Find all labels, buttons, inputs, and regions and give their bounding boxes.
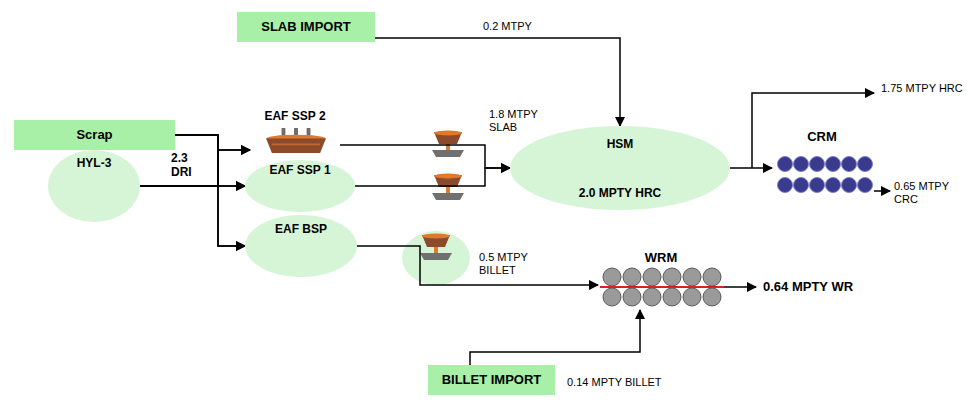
import-box: BILLET IMPORT bbox=[428, 365, 555, 395]
node-label: EAF SSP 1 bbox=[269, 164, 330, 178]
flow-label: 1.8 MTPY SLAB bbox=[488, 108, 550, 134]
flow-label: 0.5 MTPY BILLET bbox=[478, 251, 542, 277]
output-label: 0.65 MTPY CRC bbox=[893, 180, 965, 206]
node-label: SLAB IMPORT bbox=[261, 20, 351, 35]
furnace-node: EAF SSP 1 bbox=[245, 160, 355, 212]
roller bbox=[778, 157, 793, 172]
caster-icon bbox=[432, 131, 464, 158]
ellipse-fill bbox=[48, 150, 140, 222]
import-box: SLAB IMPORT bbox=[237, 12, 375, 42]
roller bbox=[683, 288, 701, 306]
output-arrow bbox=[874, 190, 890, 192]
node-label: CRM bbox=[807, 130, 837, 145]
flow-label: 2.3 DRI bbox=[170, 151, 202, 180]
furnace-node: EAF BSP bbox=[245, 215, 357, 277]
roller bbox=[826, 178, 841, 193]
flow-arrow bbox=[340, 145, 510, 168]
crm-rollers bbox=[778, 157, 873, 193]
roller bbox=[623, 268, 641, 286]
output-arrow bbox=[752, 93, 874, 168]
roller bbox=[810, 178, 825, 193]
roller bbox=[683, 268, 701, 286]
flow-arrow bbox=[175, 135, 250, 150]
roller bbox=[643, 268, 661, 286]
mill-node: HSM 2.0 MPTY HRC bbox=[510, 126, 730, 210]
furnace-icon bbox=[266, 128, 326, 153]
node-label: 2.0 MPTY HRC bbox=[579, 187, 661, 201]
flow-arrow bbox=[355, 168, 510, 186]
caster-icon bbox=[420, 234, 452, 261]
node-label: HSM bbox=[607, 138, 634, 152]
roller bbox=[858, 178, 873, 193]
flow-arrow bbox=[470, 310, 640, 365]
roller bbox=[703, 268, 721, 286]
caster-ground bbox=[402, 231, 470, 285]
output-label: 0.64 MPTY WR bbox=[762, 279, 854, 295]
flow-arrow bbox=[730, 167, 772, 169]
roller bbox=[794, 178, 809, 193]
reactor-node: HYL-3 bbox=[48, 150, 140, 222]
flow-arrow bbox=[140, 150, 250, 186]
roller bbox=[778, 178, 793, 193]
node-label: Scrap bbox=[76, 128, 112, 143]
roller bbox=[603, 288, 621, 306]
wrm-rollers bbox=[600, 268, 724, 306]
ellipse-fill bbox=[245, 160, 355, 212]
ellipse-fill bbox=[510, 126, 730, 210]
roller bbox=[603, 268, 621, 286]
node-label: WRM bbox=[645, 251, 678, 266]
node-label: EAF SSP 2 bbox=[264, 110, 325, 124]
roller bbox=[842, 178, 857, 193]
node-label: BILLET IMPORT bbox=[442, 373, 542, 388]
input-box: Scrap bbox=[14, 120, 175, 150]
node-label: EAF BSP bbox=[275, 223, 327, 237]
roller bbox=[703, 288, 721, 306]
bar-line bbox=[600, 286, 724, 288]
output-label: 1.75 MTPY HRC bbox=[880, 82, 964, 95]
roller bbox=[643, 288, 661, 306]
mill-node: CRM bbox=[772, 127, 872, 203]
node-label: HYL-3 bbox=[77, 157, 112, 171]
roller bbox=[842, 157, 857, 172]
roller bbox=[794, 157, 809, 172]
flow-label: 0.2 MTPY bbox=[482, 20, 533, 33]
roller bbox=[663, 268, 681, 286]
furnace-node: EAF SSP 2 bbox=[250, 108, 340, 158]
roller bbox=[663, 288, 681, 306]
flow-label: 0.14 MPTY BILLET bbox=[566, 376, 663, 389]
roller bbox=[623, 288, 641, 306]
roller bbox=[858, 157, 873, 172]
flow-arrow bbox=[140, 186, 245, 246]
output-arrow bbox=[724, 286, 756, 288]
mill-node: WRM bbox=[598, 250, 724, 310]
roller bbox=[826, 157, 841, 172]
roller bbox=[810, 157, 825, 172]
ellipse-fill bbox=[245, 215, 357, 277]
flow-arrow bbox=[357, 246, 598, 285]
